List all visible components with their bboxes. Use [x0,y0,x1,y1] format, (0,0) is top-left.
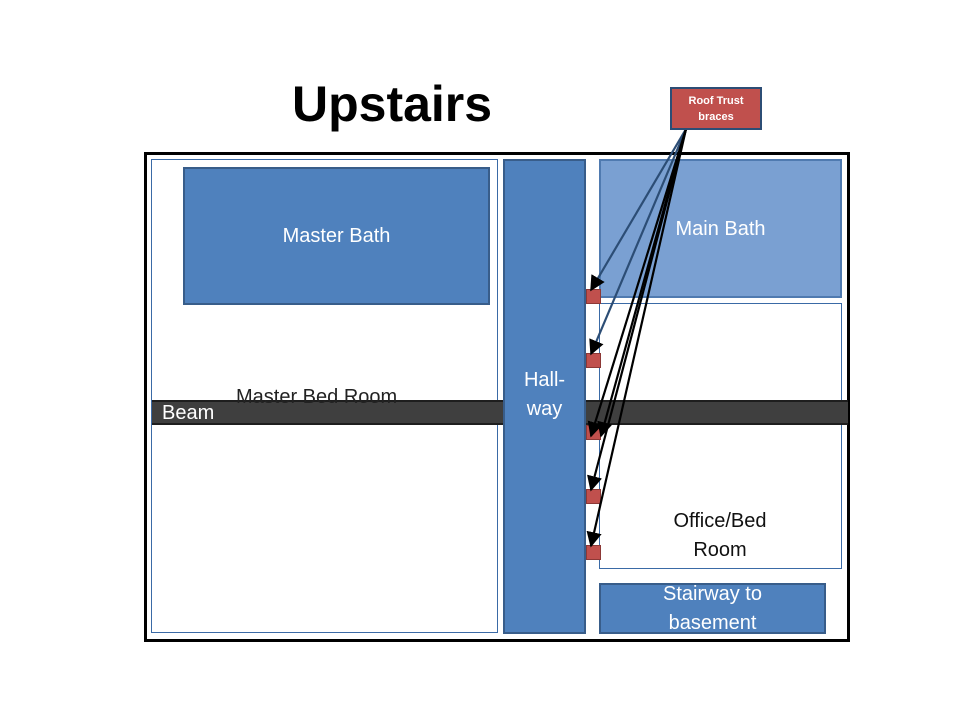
truss-brace [586,425,601,440]
page-title: Upstairs [292,76,493,132]
master-bedroom-label: Master Bed Room [236,386,398,408]
main-bath: Main Bath [599,159,842,298]
roof-truss-callout: Roof Trust braces [670,87,762,130]
stairway: Stairway to basement [599,583,826,634]
truss-brace [586,545,601,560]
beam [152,400,848,425]
master-bath-label: Master Bath [282,224,391,247]
floor-plan-outline [144,152,850,642]
truss-brace [586,353,601,368]
main-bath-label: Main Bath [675,218,766,240]
stairway-label: Stairway to basement [663,582,762,634]
master-bath: Master Bath [183,167,490,305]
beam-label: Beam [162,402,215,424]
truss-brace [586,489,601,504]
office-label: Office/Bed Room [673,510,767,561]
hallway-label: Hall- way [523,369,566,420]
roof-truss-callout-label: Roof Trust braces [688,94,744,123]
truss-brace [586,289,601,304]
hallway: Hall- way [503,159,586,634]
